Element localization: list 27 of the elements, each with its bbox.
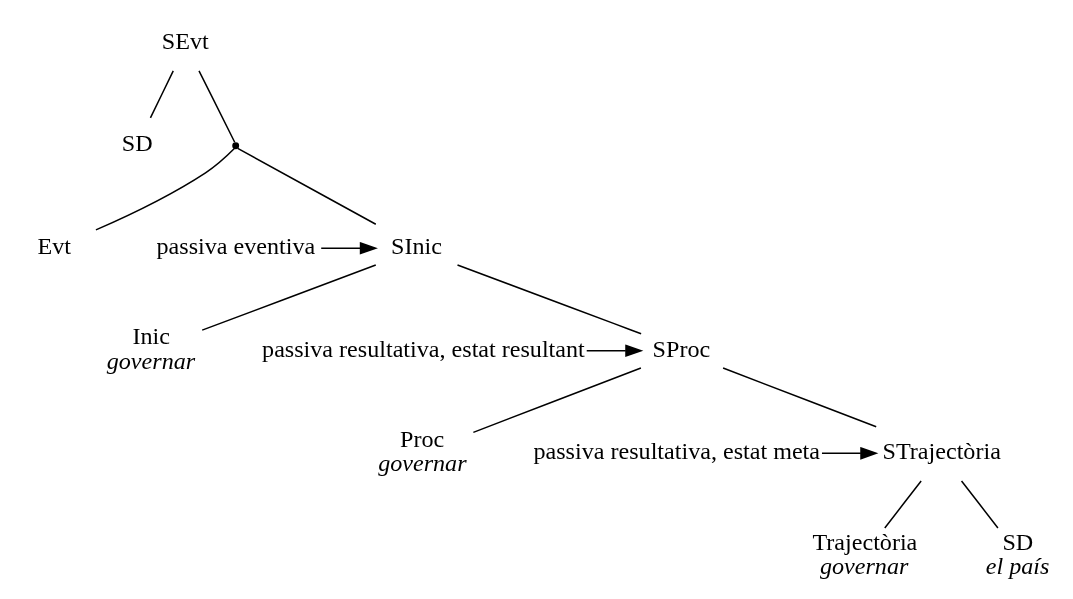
connector	[884, 480, 922, 529]
node-text: passiva resultativa, estat resultant	[262, 335, 585, 362]
node-text: Proc governar	[378, 425, 467, 477]
node-text: STrajectòria	[882, 438, 1001, 465]
connector	[456, 264, 642, 335]
connector	[95, 147, 236, 231]
connector	[722, 367, 877, 428]
node-text: SInic	[391, 232, 442, 259]
node-text: passiva eventiva	[156, 232, 316, 259]
node-text: Trajectòria governar	[812, 528, 918, 579]
connector	[149, 70, 174, 119]
arrow	[320, 241, 378, 255]
connector	[198, 70, 236, 143]
node-text: SD el país	[985, 528, 1050, 579]
node-text: SEvt	[161, 27, 209, 54]
node-text: SD	[121, 130, 153, 157]
arrow	[821, 446, 879, 460]
connector	[236, 147, 377, 226]
node-text: SProc	[652, 335, 711, 362]
node-point	[232, 142, 240, 150]
node-text: passiva resultativa, estat meta	[533, 438, 821, 465]
node-text: Evt	[37, 232, 71, 259]
connector	[960, 480, 999, 529]
arrow	[585, 344, 644, 358]
node-text: Inic governar	[106, 323, 196, 374]
connector	[472, 367, 642, 434]
connector	[201, 264, 377, 331]
